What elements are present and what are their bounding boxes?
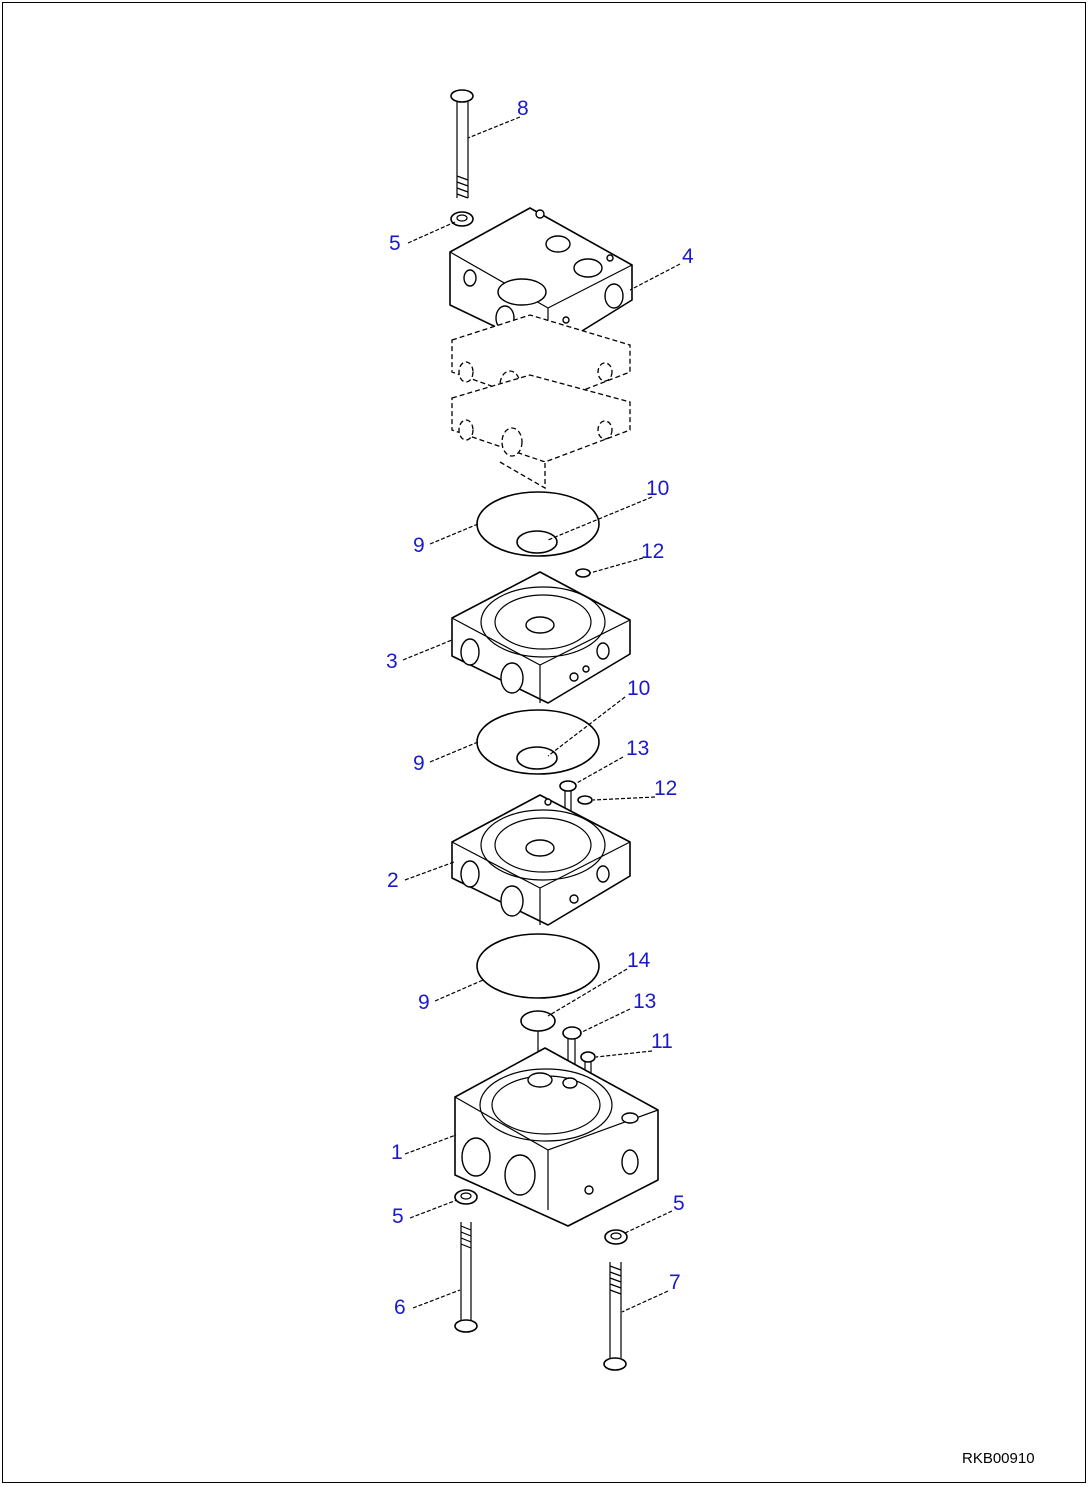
callout-8: 8 (517, 97, 529, 120)
bolt-7 (603, 1262, 627, 1371)
callout-5-bottom-right: 5 (673, 1192, 685, 1215)
callout-2: 2 (387, 869, 399, 892)
section-block-3 (451, 571, 631, 704)
washer-5-bottom-left (454, 1189, 478, 1205)
callout-4: 4 (682, 245, 694, 268)
bolt-6 (454, 1222, 478, 1333)
o-ring-12-a (575, 568, 591, 578)
callout-13-a: 13 (626, 737, 649, 760)
leader-lines (402, 116, 681, 1313)
o-ring-12-b (577, 795, 593, 805)
washer-5-bottom-right (604, 1229, 628, 1245)
callout-12-a: 12 (641, 540, 664, 563)
drawing-code: RKB00910 (962, 1450, 1035, 1467)
callout-13-b: 13 (633, 990, 656, 1013)
callout-5-bottom-left: 5 (392, 1205, 404, 1228)
stacked-section-blocks-ghost (451, 314, 631, 490)
callout-1: 1 (391, 1141, 403, 1164)
gasket-9-a (476, 491, 600, 557)
gasket-9-c (476, 933, 600, 999)
callout-9-c: 9 (418, 991, 430, 1014)
bolt-8 (450, 89, 474, 199)
callout-12-b: 12 (654, 777, 677, 800)
callout-3: 3 (386, 650, 398, 673)
washer-5-top (450, 211, 474, 227)
callout-14: 14 (627, 949, 651, 972)
callout-7: 7 (669, 1271, 681, 1294)
callout-10-b: 10 (627, 677, 650, 700)
callout-9-a: 9 (413, 534, 425, 557)
callout-labels: 8 5 4 10 9 12 3 10 9 13 12 2 9 14 13 11 … (386, 97, 694, 1319)
callout-10-a: 10 (646, 477, 669, 500)
callout-5-top: 5 (389, 232, 401, 255)
callout-11: 11 (651, 1030, 673, 1053)
callout-6: 6 (394, 1296, 406, 1319)
callout-9-b: 9 (413, 752, 425, 775)
section-block-2 (451, 794, 631, 926)
gasket-9-b (476, 709, 600, 775)
base-housing-1 (454, 1047, 659, 1227)
